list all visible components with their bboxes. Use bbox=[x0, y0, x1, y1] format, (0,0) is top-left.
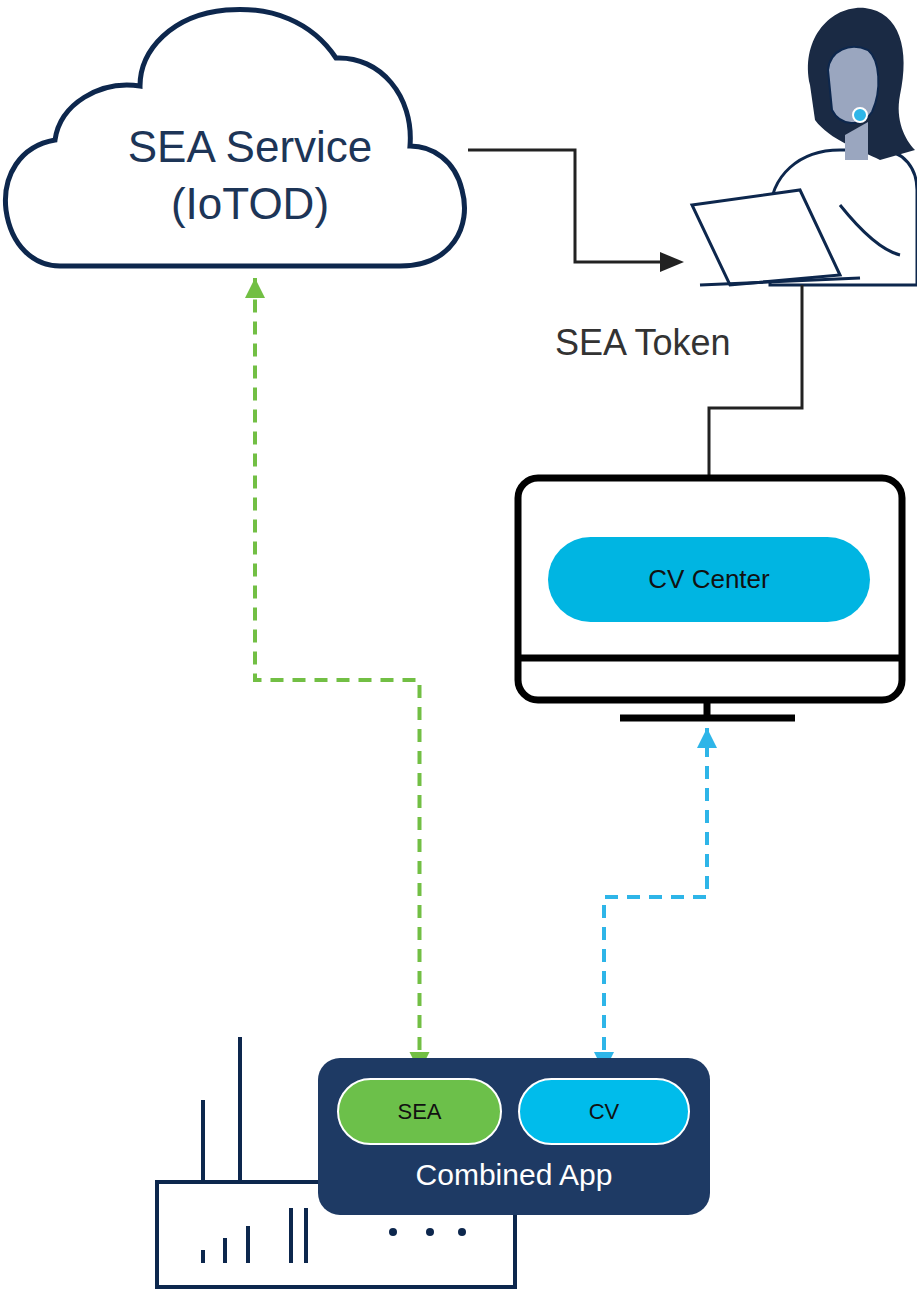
node-text: Combined App bbox=[318, 1155, 710, 1194]
cloud-node: SEA Service (IoTOD) bbox=[0, 0, 475, 272]
sea-pill: SEA bbox=[337, 1078, 502, 1145]
cv-center-pill: CV Center bbox=[548, 537, 870, 622]
person-icon bbox=[692, 8, 917, 285]
dashed-connector bbox=[245, 278, 430, 1072]
router-led bbox=[389, 1228, 466, 1236]
token-line bbox=[468, 150, 802, 515]
node-text: SEA bbox=[339, 1097, 500, 1126]
cv-pill: CV bbox=[518, 1078, 690, 1145]
node-text: CV bbox=[520, 1097, 688, 1126]
arrow-head bbox=[660, 252, 684, 272]
node-text: SEA Service (IoTOD) bbox=[100, 118, 400, 232]
combined-app-box: Combined App SEA CV bbox=[318, 1058, 710, 1215]
dashed-connector bbox=[594, 728, 717, 1072]
node-text: CV Center bbox=[548, 563, 870, 597]
token-label: SEA Token bbox=[555, 322, 730, 364]
